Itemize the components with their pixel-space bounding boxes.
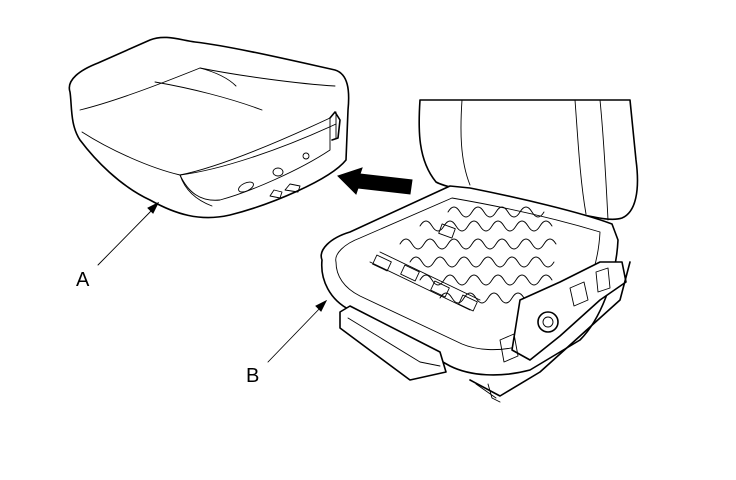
- seat-frame: [320, 99, 639, 403]
- seat-cushion-cover: [68, 36, 350, 219]
- leader-b: [267, 299, 328, 363]
- leader-a: [97, 201, 160, 266]
- seat-springs: [399, 206, 557, 304]
- arrow-left-icon: [337, 167, 413, 195]
- callout-a: A: [76, 269, 90, 291]
- callout-b: B: [246, 365, 259, 387]
